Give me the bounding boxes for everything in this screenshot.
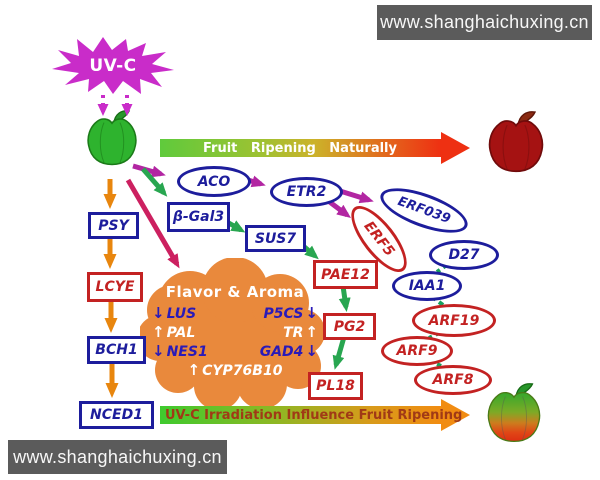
uvc-burst-label: UV-C xyxy=(89,56,137,76)
up-arrow-icon: ↑ xyxy=(187,361,201,379)
node-arf19: ARF19 xyxy=(412,304,496,337)
arrow-pg2-to-pl18 xyxy=(332,336,347,370)
node-d27: D27 xyxy=(429,240,499,270)
cloud-title: Flavor & Aroma xyxy=(165,283,305,301)
ripening-pepper-icon xyxy=(487,383,541,443)
cloud-row: ↓NES1 GAD4↓ xyxy=(152,342,318,361)
arrow-pepper-to-bgal3 xyxy=(141,167,168,197)
node-etr2: ETR2 xyxy=(270,177,343,207)
watermark-top-banner: www.shanghaichuxing.cn xyxy=(377,5,592,40)
uvc-ripening-arrowhead xyxy=(441,399,470,431)
node-arf9: ARF9 xyxy=(381,336,453,366)
uvc-ripening-arrow-label: UV-C Irradiation Influence Fruit Ripenin… xyxy=(165,408,463,423)
natural-ripening-arrowhead xyxy=(441,132,470,164)
down-arrow-icon: ↓ xyxy=(305,342,318,360)
node-pl18: PL18 xyxy=(308,372,363,400)
cloud-gene-nes1: NES1 xyxy=(166,343,208,360)
uvc-ripening-arrow xyxy=(160,406,441,424)
node-arf8: ARF8 xyxy=(414,365,492,395)
natural-ripening-arrow-label: Fruit Ripening Naturally xyxy=(203,141,397,156)
node-bgal3: β-Gal3 xyxy=(167,202,230,232)
flavor-aroma-cloud xyxy=(140,258,325,410)
cloud-row: ↑CYP76B10 xyxy=(152,361,318,380)
node-pae12: PAE12 xyxy=(313,260,378,289)
node-aco: ACO xyxy=(177,166,251,197)
node-bch1: BCH1 xyxy=(87,336,146,364)
cloud-gene-lus: LUS xyxy=(166,305,197,322)
down-arrow-icon: ↓ xyxy=(152,304,165,322)
cloud-gene-cyp76b10: CYP76B10 xyxy=(202,362,283,379)
up-arrow-icon: ↑ xyxy=(152,323,165,341)
node-lcye: LCYE xyxy=(87,272,143,302)
arrow-etr2-to-erf039 xyxy=(339,188,374,204)
cloud-gene-gad4: GAD4 xyxy=(259,343,304,360)
cloud-gene-pal: PAL xyxy=(166,324,196,341)
cloud-row: ↑PAL TR↑ xyxy=(152,323,318,342)
red-pepper-icon xyxy=(488,111,544,173)
natural-ripening-arrow xyxy=(160,139,441,157)
cloud-gene-tr: TR xyxy=(283,324,304,341)
node-nced1: NCED1 xyxy=(79,401,154,429)
cloud-gene-p5cs: P5CS xyxy=(263,305,304,322)
cloud-gene-list: ↓LUS P5CS↓ ↑PAL TR↑ ↓NES1 GAD4↓ ↑CYP76B1… xyxy=(152,304,318,380)
down-arrow-icon: ↓ xyxy=(152,342,165,360)
uvc-burst-icon xyxy=(52,37,174,94)
node-psy: PSY xyxy=(88,212,139,239)
cloud-row: ↓LUS P5CS↓ xyxy=(152,304,318,323)
up-arrow-icon: ↑ xyxy=(305,323,318,341)
node-iaa1: IAA1 xyxy=(392,271,462,301)
down-arrow-icon: ↓ xyxy=(305,304,318,322)
node-sus7: SUS7 xyxy=(245,225,306,252)
node-pg2: PG2 xyxy=(323,313,376,340)
arrow-pae12-to-pg2 xyxy=(338,285,351,312)
arrow-pepper-to-flavor-cloud xyxy=(125,178,180,269)
watermark-bottom-banner: www.shanghaichuxing.cn xyxy=(8,440,227,474)
